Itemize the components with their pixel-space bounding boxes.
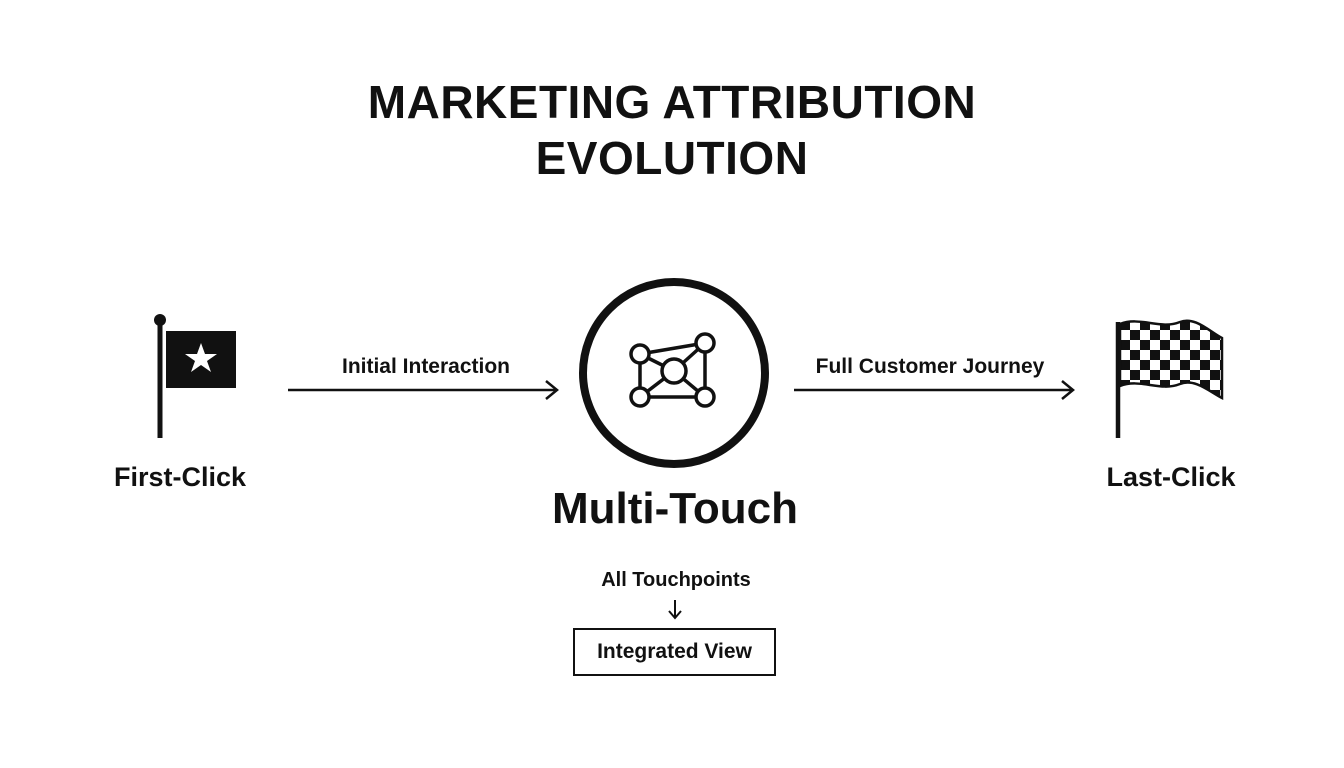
integrated-view-label: Integrated View <box>597 640 752 663</box>
node-label-last-click: Last-Click <box>1106 462 1236 492</box>
node-label-first-click: First-Click <box>113 462 247 492</box>
network-icon <box>579 278 769 468</box>
node-label-multi-touch: Multi-Touch <box>552 484 798 533</box>
title-line-1: MARKETING ATTRIBUTION <box>367 76 977 128</box>
arrow-multi-to-last <box>794 380 1075 400</box>
edge-label-full-customer-journey: Full Customer Journey <box>815 355 1045 378</box>
title-line-2: EVOLUTION <box>535 132 809 184</box>
arrow-first-to-multi <box>288 380 559 400</box>
edge-label-all-touchpoints: All Touchpoints <box>601 569 751 591</box>
checkered-flag-icon <box>1115 319 1224 438</box>
arrow-down <box>668 600 682 620</box>
edge-label-initial-interaction: Initial Interaction <box>341 355 511 378</box>
diagram-title: MARKETING ATTRIBUTION EVOLUTION <box>0 74 1344 186</box>
star-flag-icon <box>154 314 236 438</box>
integrated-view-box: Integrated View <box>573 628 776 676</box>
